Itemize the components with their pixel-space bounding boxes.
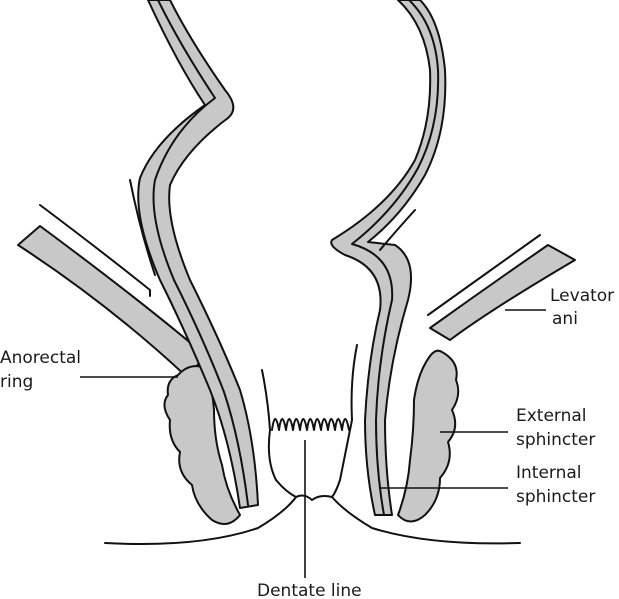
levator-ani-right [429,244,576,341]
label-dentate-line: Dentate line [257,581,362,599]
label-internal-sphincter-2: sphincter [516,487,595,507]
rectal-wall-right [330,0,447,516]
label-anorectal-ring-2: ring [0,372,33,392]
label-external-sphincter-2: sphincter [516,430,595,450]
label-internal-sphincter-1: Internal [516,463,582,483]
mucosa-line-left [152,0,249,506]
label-levator-ani-2: ani [552,309,578,329]
label-levator-ani-1: Levator [550,286,614,306]
label-external-sphincter-1: External [516,406,587,426]
fascia-right-2 [379,209,416,251]
perineal-skin-left [104,496,297,545]
dentate-line-crypts [271,418,350,431]
label-anorectal-ring-1: Anorectal [0,348,81,368]
fascia-left [39,204,151,297]
anal-canal-right-lining [331,344,358,498]
fascia-right [427,234,541,316]
perineal-skin-right [331,496,521,545]
mucosa-line-right [351,0,440,516]
rectal-wall-left [137,0,259,509]
external-sphincter-right [397,349,460,523]
anal-verge [295,494,333,501]
anal-canal-left-lining [261,369,297,498]
fascia-left-2 [129,179,156,276]
